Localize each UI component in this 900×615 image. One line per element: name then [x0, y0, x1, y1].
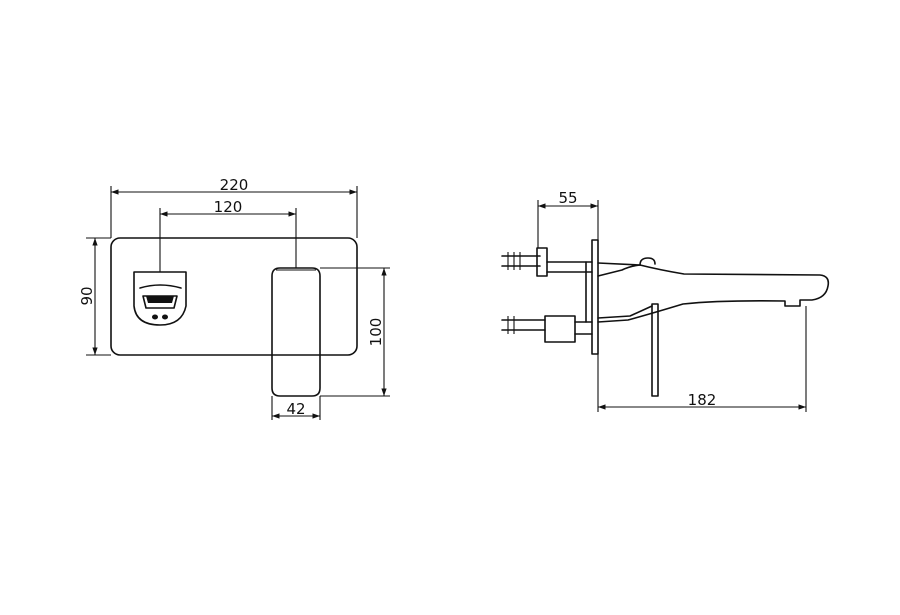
dimension-label-182: 182 [688, 391, 717, 409]
dimension-label-100: 100 [367, 318, 385, 347]
side-view [501, 239, 830, 397]
dimension-label-55: 55 [558, 189, 577, 207]
dimension-handle-width: 42 [271, 396, 321, 420]
dimension-label-42: 42 [286, 400, 305, 418]
dimension-label-220: 220 [220, 176, 249, 194]
side-lever [651, 303, 659, 397]
wall-plate [110, 237, 358, 356]
side-wall-plate [591, 239, 599, 355]
dimension-front-height: 90 [78, 237, 111, 356]
dimension-side-projection: 182 [597, 306, 807, 412]
handle-lever [271, 267, 321, 397]
dimension-label-90: 90 [78, 286, 96, 305]
dimension-label-120: 120 [214, 198, 243, 216]
dimension-front-width: 220 [110, 176, 358, 238]
side-spout [597, 262, 830, 323]
dimension-side-depth: 55 [537, 189, 599, 248]
rear-connections [501, 252, 546, 334]
spout-outlet [133, 271, 187, 326]
dimension-front-spacing: 120 [159, 198, 297, 272]
valve-body [536, 247, 593, 343]
front-view [110, 237, 358, 397]
dimension-handle-height: 100 [320, 267, 390, 397]
